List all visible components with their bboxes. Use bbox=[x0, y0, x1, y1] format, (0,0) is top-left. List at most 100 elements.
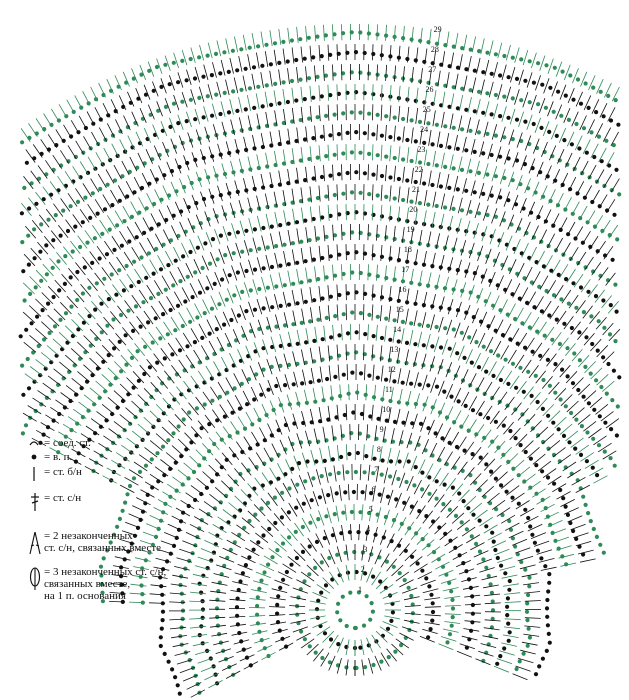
chain-stitch bbox=[70, 333, 75, 339]
chain-stitch bbox=[177, 348, 183, 353]
chain-stitch bbox=[226, 69, 231, 74]
stitch-post bbox=[375, 465, 380, 482]
stitch-post bbox=[222, 426, 233, 440]
stitch-post bbox=[540, 503, 555, 513]
stitch-post bbox=[508, 530, 524, 539]
stitch-post bbox=[294, 522, 304, 537]
stitch-post bbox=[174, 158, 182, 174]
chain-stitch bbox=[319, 134, 324, 139]
chain-stitch bbox=[450, 606, 456, 611]
stitch-post bbox=[549, 305, 560, 320]
stitch-post bbox=[188, 402, 199, 416]
chain-stitch bbox=[295, 341, 300, 346]
chain-stitch bbox=[273, 81, 278, 86]
stitch-post bbox=[36, 429, 51, 439]
stitch-post bbox=[566, 221, 576, 237]
chain-stitch bbox=[586, 510, 591, 516]
stitch-post bbox=[106, 79, 114, 94]
stitch-post bbox=[445, 362, 453, 378]
chain-stitch bbox=[143, 92, 149, 97]
stitch-post bbox=[463, 628, 480, 632]
stitch-post bbox=[107, 367, 120, 380]
chain-stitch bbox=[184, 119, 189, 124]
chain-stitch bbox=[525, 601, 530, 606]
row-number: 19 bbox=[407, 225, 415, 234]
stitch-post bbox=[345, 444, 348, 461]
stitch-post bbox=[249, 365, 257, 381]
stitch-post bbox=[296, 433, 303, 449]
stitch-post bbox=[278, 129, 282, 146]
stitch-post bbox=[320, 652, 330, 667]
stitch-post bbox=[570, 523, 586, 531]
stitch-post bbox=[380, 305, 383, 322]
stitch-post bbox=[269, 597, 286, 601]
chain-stitch bbox=[270, 305, 275, 310]
chain-stitch bbox=[537, 664, 542, 669]
stitch-post bbox=[552, 169, 561, 184]
stitch-post bbox=[174, 566, 190, 571]
chain-stitch bbox=[541, 439, 546, 445]
stitch-post bbox=[596, 240, 606, 255]
stitch-post bbox=[517, 332, 528, 347]
chain-stitch bbox=[356, 590, 361, 595]
stitch-post bbox=[348, 484, 350, 501]
stitch-post bbox=[77, 312, 90, 326]
chain-stitch bbox=[104, 252, 110, 257]
chain-stitch bbox=[584, 150, 589, 155]
stitch-post bbox=[414, 372, 419, 388]
stitch-post bbox=[187, 218, 195, 234]
stitch-post bbox=[444, 613, 461, 615]
stitch-post bbox=[141, 337, 152, 351]
chain-stitch bbox=[438, 143, 444, 148]
stitch-post bbox=[348, 384, 350, 401]
chain-stitch bbox=[598, 542, 603, 547]
stitch-post bbox=[161, 275, 171, 290]
stitch-post bbox=[86, 111, 95, 126]
stitch-post bbox=[231, 265, 238, 281]
stitch-post bbox=[283, 251, 287, 267]
stitch-post bbox=[236, 646, 252, 654]
stitch-post bbox=[437, 358, 444, 375]
chain-stitch bbox=[367, 510, 372, 516]
stitch-post bbox=[292, 587, 309, 594]
chain-stitch bbox=[547, 313, 552, 318]
chain-stitch bbox=[571, 97, 576, 102]
stitch-post bbox=[234, 139, 240, 155]
stitch-post bbox=[410, 455, 418, 471]
stitch-post bbox=[490, 386, 500, 401]
stitch-post bbox=[200, 345, 210, 360]
chain-stitch bbox=[453, 545, 458, 550]
chain-stitch bbox=[485, 131, 490, 136]
chain-stitch bbox=[447, 632, 453, 637]
stitch-post bbox=[596, 79, 604, 94]
stitch-post bbox=[321, 386, 325, 403]
stitch-post bbox=[149, 259, 159, 274]
stitch-post bbox=[531, 52, 537, 69]
chain-stitch bbox=[507, 587, 512, 592]
stitch-post bbox=[201, 255, 209, 271]
stitch-post bbox=[64, 170, 75, 185]
stitch-post bbox=[398, 45, 401, 62]
stitch-post bbox=[146, 237, 156, 253]
chain-stitch bbox=[265, 500, 271, 505]
chain-stitch bbox=[430, 618, 435, 623]
chain-stitch bbox=[38, 249, 43, 254]
stitch-post bbox=[121, 530, 138, 537]
chain-stitch bbox=[514, 158, 520, 163]
chain-stitch bbox=[471, 512, 476, 517]
stitch-post bbox=[256, 52, 260, 69]
stitch-post bbox=[475, 479, 488, 492]
stitch-post bbox=[130, 201, 139, 216]
stitch-post bbox=[584, 361, 596, 374]
chain-stitch bbox=[413, 58, 418, 63]
stitch-post bbox=[221, 121, 227, 138]
stitch-post bbox=[415, 188, 419, 205]
stitch-post bbox=[141, 264, 151, 279]
stitch-post bbox=[192, 642, 209, 647]
chain-stitch bbox=[553, 362, 558, 367]
chain-stitch bbox=[102, 207, 108, 212]
stitch-post bbox=[465, 220, 471, 237]
chain-stitch bbox=[351, 489, 356, 495]
stitch-post bbox=[177, 266, 186, 282]
chain-stitch bbox=[286, 510, 291, 515]
